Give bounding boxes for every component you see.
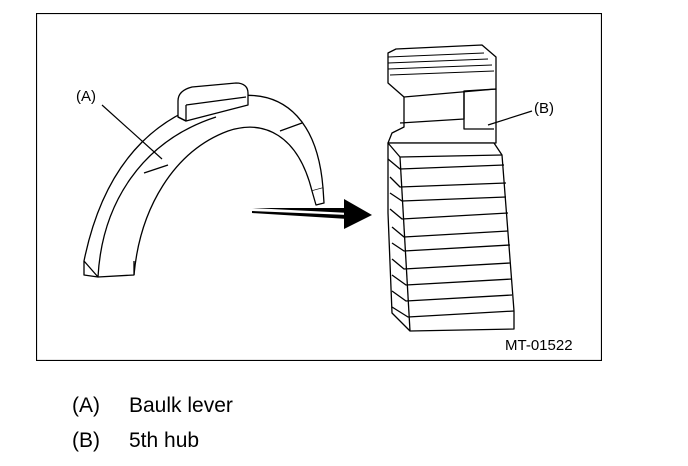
figure-code: MT-01522 bbox=[505, 337, 573, 354]
legend-key: (A) bbox=[72, 394, 100, 417]
baulk-lever-drawing bbox=[83, 82, 325, 278]
callout-a-label: (A) bbox=[76, 88, 96, 105]
legend-text: 5th hub bbox=[129, 429, 200, 452]
legend-key: (B) bbox=[72, 429, 100, 452]
callout-b-label: (B) bbox=[534, 100, 554, 117]
direction-arrow-icon bbox=[252, 199, 372, 229]
legend-text: Baulk lever bbox=[129, 394, 233, 417]
figure-frame bbox=[36, 13, 602, 361]
fifth-hub-drawing bbox=[387, 44, 515, 332]
